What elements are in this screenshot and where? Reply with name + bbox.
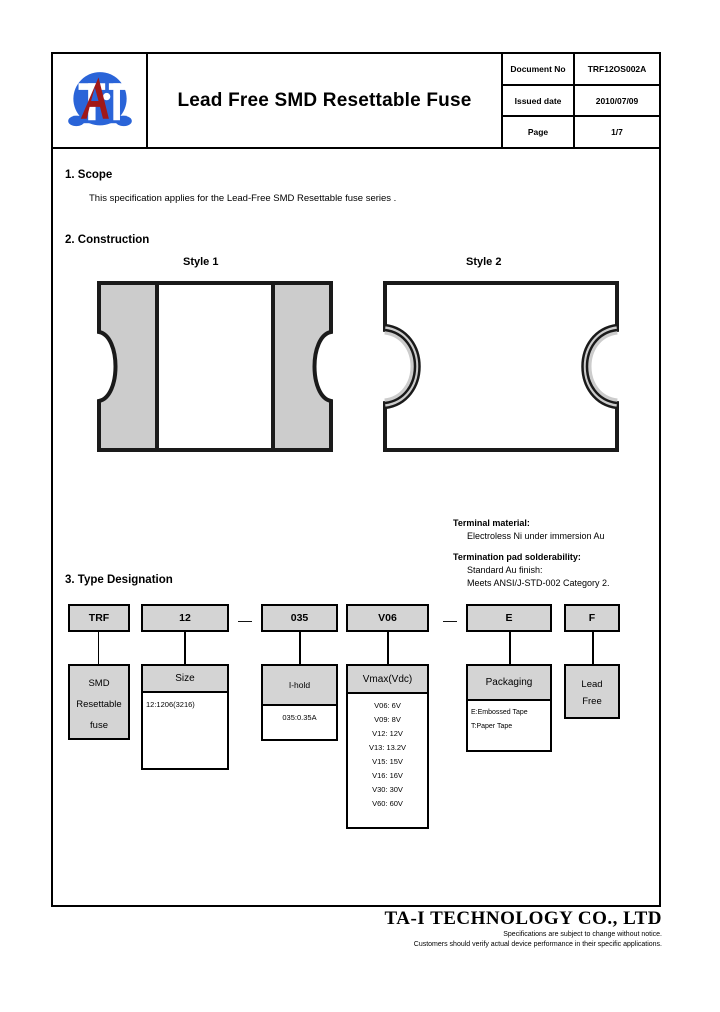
desc-box-vmax: Vmax(Vdc) V06: 6V V09: 8V V12: 12V V13: … [346,664,429,829]
title-block: Lead Free SMD Resettable Fuse Document N… [53,54,659,149]
company-logo-icon [63,64,137,138]
desc-box-leadfree: Lead Free [564,664,620,719]
terminal-material-value: Electroless Ni under immersion Au [467,531,605,541]
connector-size [184,632,186,664]
meta-value-page: 1/7 [611,127,623,138]
desc-vmax-items: V06: 6V V09: 8V V12: 12V V13: 13.2V V15:… [348,694,427,811]
desc-packaging-title: Packaging [468,666,550,701]
meta-label-document-no: Document No [503,54,575,84]
code-box-leadfree: F [564,604,620,632]
connector-packaging [509,632,511,664]
desc-ihold-items: 035:0.35A [263,706,336,725]
desc-vmax-item-1: V06: 6V [374,701,401,710]
terminal-material-note: Terminal material: Electroless Ni under … [453,517,610,590]
connector-trf [98,632,99,664]
meta-value-document-no: TRF12OS002A [587,63,647,74]
company-name: TA-I TECHNOLOGY CO., LTD [384,908,662,929]
meta-label-page: Page [503,117,575,148]
document-content: 1. Scope This specification applies for … [53,149,659,905]
connector-ihold [299,632,301,664]
code-box-vmax: V06 [346,604,429,632]
connector-leadfree [592,632,594,664]
solderability-line-2: Meets ANSI/J-STD-002 Category 2. [467,578,610,588]
footer-disclaimer-1: Specifications are subject to change wit… [503,931,662,938]
section-body-scope: This specification applies for the Lead-… [89,193,397,204]
section-heading-construction: 2. Construction [65,234,150,246]
desc-ihold-item-1: 035:0.35A [282,713,317,722]
desc-packaging-items: E:Embossed Tape T:Paper Tape [468,701,550,734]
desc-size-items: 12:1206(3216) [143,693,227,712]
desc-vmax-title: Vmax(Vdc) [348,666,427,694]
page-footer: TA-I TECHNOLOGY CO., LTD Specifications … [0,908,720,950]
connector-vmax [387,632,389,664]
logo-cell [53,54,148,149]
desc-packaging-item-1: E:Embossed Tape [471,709,528,716]
document-title-cell: Lead Free SMD Resettable Fuse [148,54,503,149]
document-title: Lead Free SMD Resettable Fuse [177,89,472,111]
separator-dash-2: — [443,612,457,628]
desc-vmax-item-8: V60: 60V [372,799,403,808]
desc-vmax-item-4: V13: 13.2V [368,743,407,752]
desc-size-title: Size [143,666,227,693]
meta-row-page: Page 1/7 [503,117,659,148]
desc-box-size: Size 12:1206(3216) [141,664,229,770]
desc-ihold-title: I-hold [263,666,336,706]
desc-vmax-item-7: V30: 30V [372,785,403,794]
code-box-packaging: E [466,604,552,632]
meta-row-document-no: Document No TRF12OS002A [503,54,659,86]
document-meta-table: Document No TRF12OS002A Issued date 2010… [503,54,659,149]
desc-vmax-item-2: V09: 8V [374,715,401,724]
style-2-drawing [381,279,621,459]
desc-packaging-item-2: T:Paper Tape [471,723,513,730]
desc-size-item-1: 12:1206(3216) [146,700,195,709]
solderability-line-1: Standard Au finish: [467,565,543,575]
document-page-frame: Lead Free SMD Resettable Fuse Document N… [51,52,661,907]
desc-leadfree-line-1: Lead [581,679,603,690]
terminal-material-title: Terminal material: [453,518,530,528]
type-designation-diagram: TRF 12 — 035 V06 — E F SMD Resettable f [53,604,659,904]
style-2-label: Style 2 [466,256,502,268]
desc-vmax-item-3: V12: 12V [372,729,403,738]
footer-disclaimer-2: Customers should verify actual device pe… [413,941,662,948]
desc-box-packaging: Packaging E:Embossed Tape T:Paper Tape [466,664,552,752]
section-heading-scope: 1. Scope [65,169,113,181]
style-1-drawing [95,279,335,459]
code-box-ihold: 035 [261,604,338,632]
meta-label-issued-date: Issued date [503,85,575,116]
meta-row-issued-date: Issued date 2010/07/09 [503,85,659,118]
style-1-label: Style 1 [183,256,219,268]
desc-trf-line-2: Resettable [76,699,122,710]
solderability-title: Termination pad solderability: [453,552,581,562]
desc-box-ihold: I-hold 035:0.35A [261,664,338,741]
desc-trf-line-1: SMD [88,678,110,689]
meta-value-issued-date: 2010/07/09 [595,95,639,106]
desc-vmax-item-6: V16: 16V [372,771,403,780]
note-spacer [453,543,610,551]
section-heading-type-designation: 3. Type Designation [65,574,173,586]
code-box-size: 12 [141,604,229,632]
desc-box-trf: SMD Resettable fuse [68,664,130,740]
desc-trf-line-3: fuse [90,720,108,731]
desc-vmax-item-5: V15: 15V [372,757,403,766]
code-box-trf: TRF [68,604,130,632]
desc-leadfree-line-2: Free [582,696,602,707]
separator-dash-1: — [238,612,252,628]
